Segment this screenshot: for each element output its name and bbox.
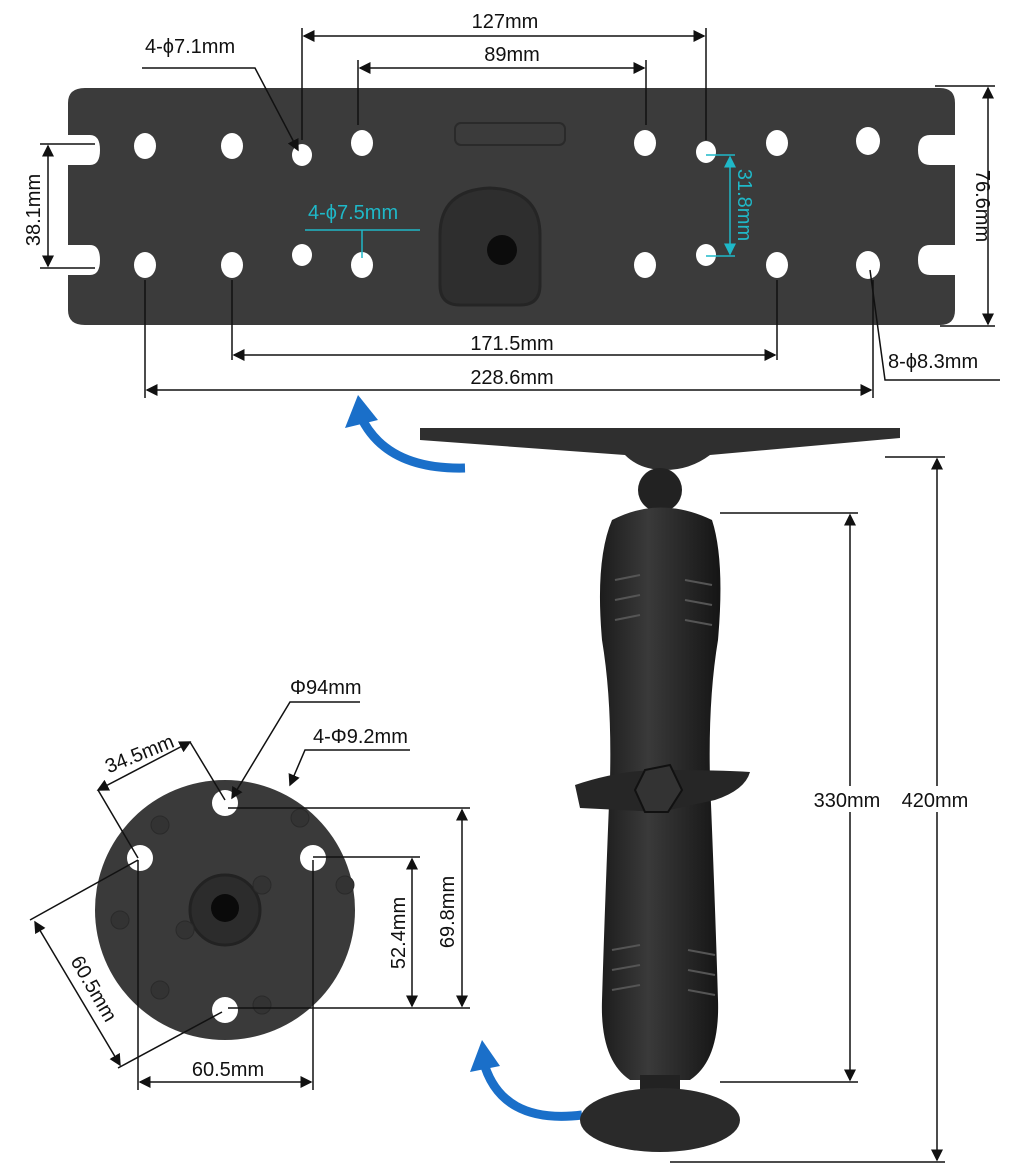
label-76-6mm: 76.6mm xyxy=(971,170,993,242)
arrow-head-bottom xyxy=(470,1040,500,1072)
mount-arm xyxy=(420,428,900,1152)
arm-dimensions: 330mm 420mm xyxy=(670,456,976,1163)
label-8-phi8-3mm: 8-ϕ8.3mm xyxy=(888,351,978,373)
label-52-4mm: 52.4mm xyxy=(388,897,410,969)
label-420mm: 420mm xyxy=(902,790,969,812)
label-60-5mm: 60.5mm xyxy=(192,1059,264,1081)
top-plate xyxy=(68,88,955,325)
arrow-head-top xyxy=(345,395,378,428)
label-89mm: 89mm xyxy=(484,44,540,66)
plate-holes xyxy=(134,127,880,279)
label-31-8mm: 31.8mm xyxy=(733,169,755,241)
grip-ridges xyxy=(611,574,716,996)
curved-arrow-bottom xyxy=(478,1058,583,1121)
label-4-phi7-5mm: 4-ϕ7.5mm xyxy=(308,202,398,224)
embossed-logo xyxy=(454,122,566,146)
label-171-5mm: 171.5mm xyxy=(470,333,553,355)
center-hole xyxy=(487,235,517,265)
label-34-5mm: 34.5mm xyxy=(102,731,177,778)
round-base xyxy=(95,780,355,1040)
curved-arrow-top xyxy=(355,413,466,473)
label-127mm: 127mm xyxy=(472,11,539,33)
label-38-1mm: 38.1mm xyxy=(23,174,45,246)
label-330mm: 330mm xyxy=(814,790,881,812)
label-228-6mm: 228.6mm xyxy=(470,367,553,389)
top-plate-dimensions: 127mm 89mm 4-ϕ7.1mm 38.1mm 4-ϕ7.5mm 31.8… xyxy=(23,11,1000,398)
label-69-8mm: 69.8mm xyxy=(437,876,459,948)
label-4-phi9-2mm: 4-Φ9.2mm xyxy=(313,726,408,748)
label-phi94mm: Φ94mm xyxy=(290,677,362,699)
arm-base xyxy=(580,1088,740,1152)
label-4-phi7-1mm: 4-ϕ7.1mm xyxy=(145,36,235,58)
